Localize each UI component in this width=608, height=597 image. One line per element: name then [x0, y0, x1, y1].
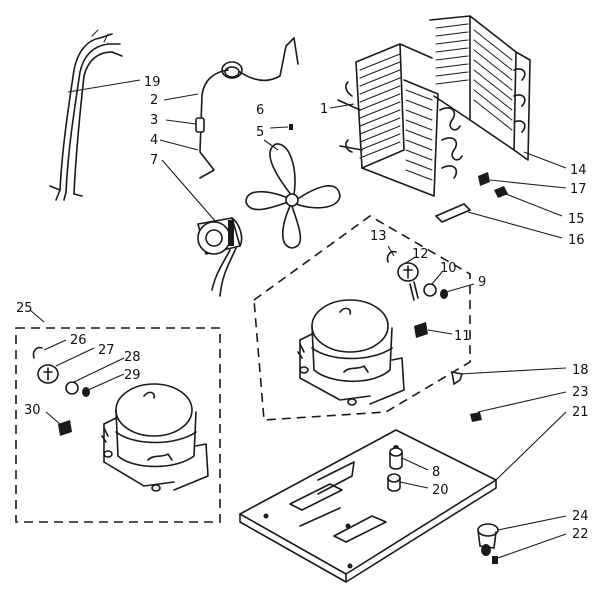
compressor-kit-outline	[253, 215, 471, 421]
fan-motor	[197, 217, 243, 297]
relay-assembly	[386, 250, 448, 338]
callout-6: 6	[256, 103, 264, 118]
callout-28: 28	[124, 350, 141, 365]
callout-13: 13	[370, 229, 387, 244]
fan-nut	[289, 124, 293, 130]
capillary-tube	[195, 37, 299, 179]
drain-tube-16	[434, 203, 472, 223]
callout-11: 11	[454, 329, 471, 344]
kit-relay	[32, 346, 90, 436]
callout-27: 27	[98, 343, 115, 358]
replacement-kit-box	[15, 327, 221, 523]
screw-18	[451, 370, 464, 386]
callout-16: 16	[568, 233, 585, 248]
callout-labels: 19 2 3 4 7 6 5 1 14 17 15 16 13 12 10 9 …	[16, 75, 589, 542]
callout-2: 2	[150, 93, 158, 108]
callout-4: 4	[150, 133, 158, 148]
callout-25: 25	[16, 301, 33, 316]
callout-19: 19	[144, 75, 161, 90]
compressor	[297, 299, 405, 406]
grommet	[389, 447, 403, 470]
callout-5: 5	[256, 125, 264, 140]
clip-17	[478, 172, 490, 186]
base-pan	[239, 429, 497, 583]
callout-10: 10	[440, 261, 457, 276]
callout-23: 23	[572, 385, 589, 400]
callout-3: 3	[150, 113, 158, 128]
callout-26: 26	[70, 333, 87, 348]
screw-22	[492, 556, 498, 564]
callout-7: 7	[150, 153, 158, 168]
callout-12: 12	[412, 247, 429, 262]
wire-harness	[49, 29, 123, 201]
callout-9: 9	[478, 275, 486, 290]
kit-compressor	[101, 383, 209, 492]
callout-8: 8	[432, 465, 440, 480]
callout-22: 22	[572, 527, 589, 542]
callout-14: 14	[570, 163, 587, 178]
callout-1: 1	[320, 102, 328, 117]
fan-blade	[245, 143, 341, 249]
condenser-coil	[337, 15, 531, 197]
callout-18: 18	[572, 363, 589, 378]
callout-29: 29	[124, 368, 141, 383]
callout-20: 20	[432, 483, 449, 498]
callout-24: 24	[572, 509, 589, 524]
callout-17: 17	[570, 182, 587, 197]
leader-lines	[29, 79, 567, 559]
screw-15	[494, 186, 508, 198]
callout-15: 15	[568, 212, 585, 227]
callout-21: 21	[572, 405, 589, 420]
mount	[387, 473, 401, 492]
nut-23	[470, 412, 482, 422]
callout-30: 30	[24, 403, 41, 418]
caster	[477, 523, 499, 556]
